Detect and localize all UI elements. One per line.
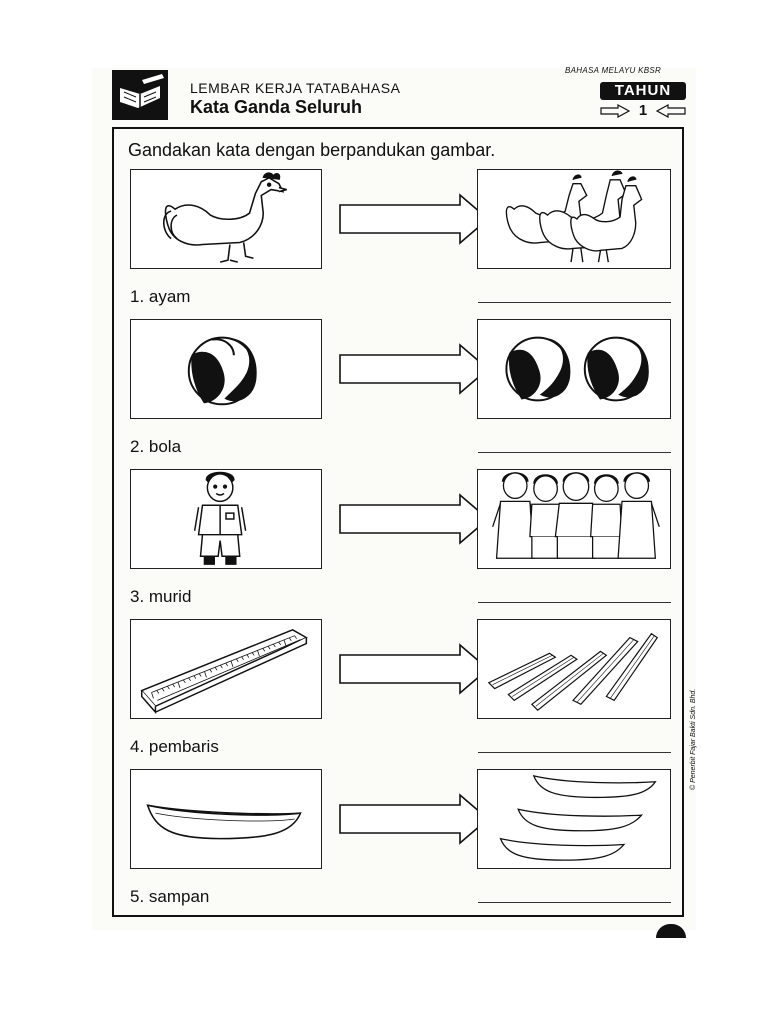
item-label: 4. pembaris	[130, 737, 219, 756]
boat-icon	[146, 804, 302, 840]
answer-line[interactable]	[478, 302, 671, 303]
single-picture-box	[130, 319, 322, 419]
rooster-icon	[162, 172, 287, 263]
arrow-right-icon	[339, 643, 490, 695]
ruler-tick	[294, 635, 297, 639]
ruler-tick	[214, 667, 218, 671]
ruler-tick	[151, 692, 154, 699]
ruler-tick	[172, 683, 176, 688]
arrow-right-icon	[339, 493, 490, 545]
ruler-tick	[288, 637, 292, 641]
plural-picture-box	[477, 769, 671, 869]
year-badge: TAHUN 1	[600, 82, 686, 122]
subject-label: BAHASA MELAYU KBSR	[565, 66, 662, 75]
worksheet-title: Kata Ganda Seluruh	[190, 97, 363, 117]
ruler-tick	[246, 654, 250, 658]
rooster-group-icon	[505, 170, 643, 263]
ruler-tick	[167, 685, 170, 690]
ruler-tick	[198, 673, 202, 677]
arrow-right-icon	[339, 193, 490, 245]
ruler-tick	[257, 650, 260, 657]
ruler-tick	[283, 639, 287, 646]
rulers-icon	[487, 632, 659, 711]
student-icon	[193, 471, 247, 565]
book-icon	[112, 70, 168, 120]
exercise-frame	[112, 127, 684, 917]
year-number: 1	[638, 102, 648, 119]
beach-balls-icon	[505, 336, 649, 402]
item-label: 3. murid	[130, 587, 192, 606]
ruler-icon	[140, 628, 308, 715]
year-label: TAHUN	[600, 82, 686, 100]
ruler-tick	[251, 652, 255, 656]
exercise-row-sampan: 5. sampan	[0, 769, 768, 919]
students-group-icon	[492, 472, 660, 559]
boats-icon	[499, 774, 657, 861]
copyright-text: © Penerbit Fajar Bakti Sdn. Bhd.	[690, 688, 697, 790]
single-picture-box	[130, 469, 322, 569]
ruler-tick	[230, 660, 234, 667]
item-label: 2. bola	[130, 437, 182, 456]
worksheet-category: LEMBAR KERJA TATABAHASA	[190, 80, 401, 96]
exercise-row-bola: 2. bola	[0, 319, 768, 469]
arrow-right-icon	[339, 793, 490, 845]
ruler-tick	[273, 643, 276, 648]
ruler-tick	[262, 648, 266, 652]
ruler-tick	[235, 658, 239, 662]
ruler-tick	[193, 675, 197, 679]
single-picture-box	[130, 169, 322, 269]
item-label: 1. ayam	[130, 287, 191, 306]
ruler-tick	[241, 656, 244, 660]
plural-picture-box	[477, 469, 671, 569]
ruler-tick	[204, 671, 207, 678]
ruler-tick	[188, 677, 191, 681]
exercise-row-ayam: 1. ayam	[0, 169, 768, 319]
arrow-right-icon	[600, 104, 630, 118]
answer-line[interactable]	[478, 752, 671, 753]
arrow-right-icon	[339, 343, 490, 395]
ruler-tick	[225, 662, 228, 667]
ruler-tick	[161, 688, 165, 692]
ruler-tick	[177, 681, 181, 688]
arrow-left-icon	[656, 104, 686, 118]
ruler-tick	[278, 641, 281, 646]
page-corner-mark	[656, 924, 686, 938]
exercise-row-murid: 3. murid	[0, 469, 768, 619]
plural-picture-box	[477, 169, 671, 269]
answer-line[interactable]	[478, 602, 671, 603]
single-picture-box	[130, 769, 322, 869]
ruler-tick	[220, 664, 223, 669]
exercise-row-pembaris: 4. pembaris	[0, 619, 768, 769]
plural-picture-box	[477, 319, 671, 419]
ruler-tick	[209, 669, 213, 673]
answer-line[interactable]	[478, 452, 671, 453]
answer-line[interactable]	[478, 902, 671, 903]
ruler-tick	[156, 690, 160, 694]
single-picture-box	[130, 619, 322, 719]
ruler-tick	[182, 679, 186, 684]
item-label: 5. sampan	[130, 887, 210, 906]
ruler-tick	[267, 645, 271, 650]
plural-picture-box	[477, 619, 671, 719]
instruction-text: Gandakan kata dengan berpandukan gambar.	[128, 140, 496, 160]
beach-ball-icon	[187, 336, 257, 406]
